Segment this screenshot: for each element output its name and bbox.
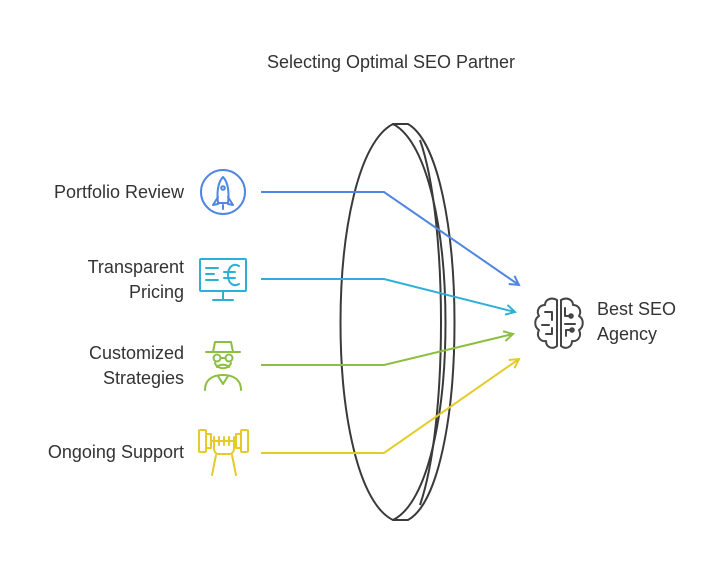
brain-circuit-icon [534, 297, 584, 349]
dumbbell-hand-icon [198, 429, 249, 476]
input-label-customized-strategies: Customized Strategies [88, 343, 184, 388]
arrow-ongoing-support [261, 359, 519, 454]
input-label-transparent-pricing: Transparent Pricing [87, 257, 184, 302]
arrow-portfolio-review [261, 191, 519, 285]
rocket-icon [200, 169, 246, 215]
diagram-title: Selecting Optimal SEO Partner [266, 52, 516, 72]
arrow-customized-strategies [261, 334, 513, 366]
input-label-portfolio-review: Portfolio Review [53, 182, 184, 202]
input-label-ongoing-support: Ongoing Support [47, 442, 184, 462]
arrow-transparent-pricing [261, 278, 515, 312]
output-label-best-seo-agency: Best SEO Agency [597, 299, 677, 344]
lens-shape [339, 122, 456, 522]
monitor-euro-icon [199, 258, 247, 301]
detective-icon [204, 341, 242, 391]
